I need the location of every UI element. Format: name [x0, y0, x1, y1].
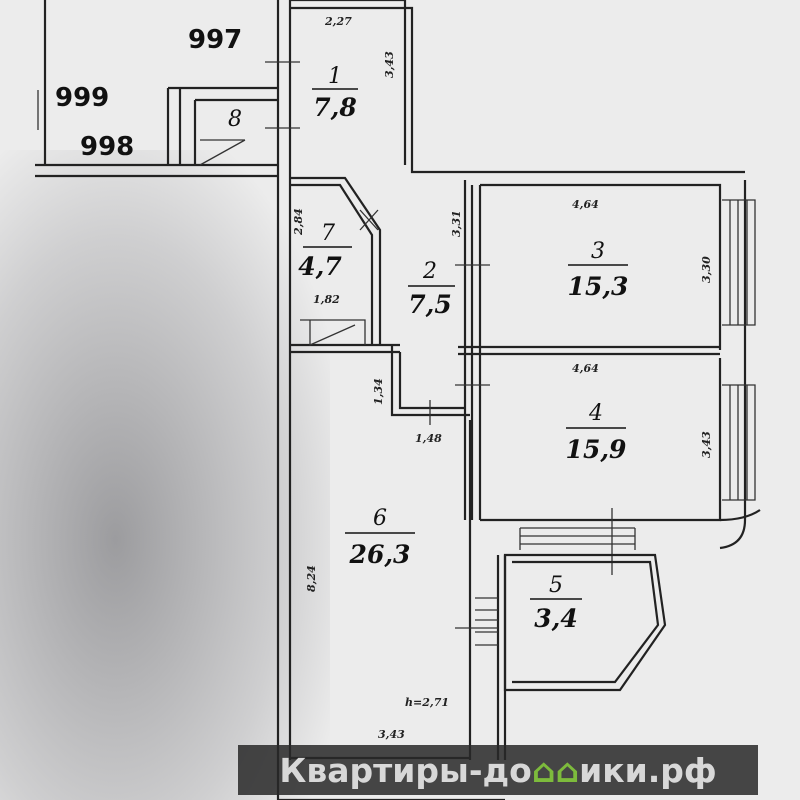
ceiling-height: h=2,71: [405, 696, 449, 709]
photo-shadow: [0, 150, 330, 800]
room-3-number: 3: [591, 239, 605, 264]
apartment-labels: 997 999 998: [55, 25, 242, 162]
room-labels: 1 7,8 2 7,5 3 15,3 4 15,9 5 3,4 6 26,3 7…: [228, 64, 628, 633]
dim-step-side: 1,34: [372, 378, 385, 405]
room-4-area: 15,9: [566, 435, 627, 464]
room-5-area: 3,4: [534, 604, 578, 633]
house-logo-icon: ⌂⌂: [531, 750, 580, 790]
dim-r1-top: 2,27: [324, 15, 352, 28]
dimension-labels: 2,27 3,43 2,84 1,82 3,31 1,34 1,48 4,64 …: [292, 15, 713, 741]
dim-step-bottom: 1,48: [415, 432, 442, 445]
apartment-997-label: 997: [188, 25, 242, 55]
room-1-number: 1: [328, 64, 342, 89]
dim-r6-side: 8,24: [305, 565, 318, 592]
watermark: Квартиры-до ⌂⌂ ики.рф: [238, 745, 758, 795]
walls: [35, 0, 761, 800]
room-2-area: 7,5: [408, 290, 452, 319]
room-4-number: 4: [588, 401, 603, 426]
room-8-number: 8: [228, 107, 242, 132]
dim-r3-side: 3,30: [700, 256, 713, 283]
dim-r1-side: 3,43: [383, 51, 396, 78]
room-3-area: 15,3: [568, 272, 629, 301]
room-5-number: 5: [549, 573, 563, 598]
watermark-text-start: Квартиры-до: [279, 750, 532, 790]
dim-r7-bottom: 1,82: [313, 293, 340, 306]
dim-r7-side: 2,84: [292, 208, 305, 236]
room-1-area: 7,8: [313, 93, 357, 122]
room-7-area: 4,7: [298, 252, 342, 281]
dim-r4-top: 4,64: [572, 362, 599, 375]
room-2-number: 2: [422, 259, 437, 284]
room-6-area: 26,3: [349, 540, 411, 569]
apartment-998-label: 998: [80, 132, 134, 162]
dim-r2-side: 3,31: [450, 210, 463, 237]
watermark-text-end: ики.рф: [579, 750, 717, 790]
dim-r6-bottom: 3,43: [378, 728, 405, 741]
apartment-999-label: 999: [55, 83, 109, 113]
room-7-number: 7: [321, 221, 335, 246]
room-6-number: 6: [373, 506, 387, 531]
dim-r3-top: 4,64: [572, 198, 599, 211]
dim-r4-side: 3,43: [700, 431, 713, 458]
